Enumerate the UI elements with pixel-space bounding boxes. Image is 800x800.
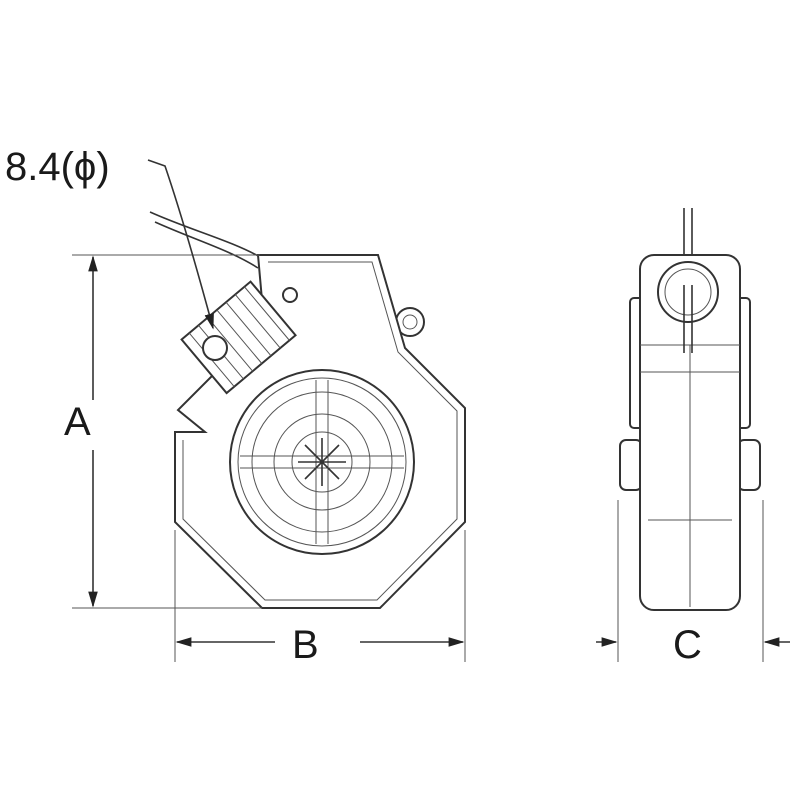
set-screw [282,287,298,303]
diameter-leader [147,159,214,330]
cable [149,211,263,269]
dimension-b-label: B [292,623,319,667]
dimension-c-label: C [673,623,702,667]
dimensions [72,159,790,662]
dimension-a-label: A [64,400,91,444]
side-view [619,208,761,611]
center-star [298,438,346,486]
front-view [149,211,466,609]
diameter-label: 8.4(ϕ) [5,145,110,189]
